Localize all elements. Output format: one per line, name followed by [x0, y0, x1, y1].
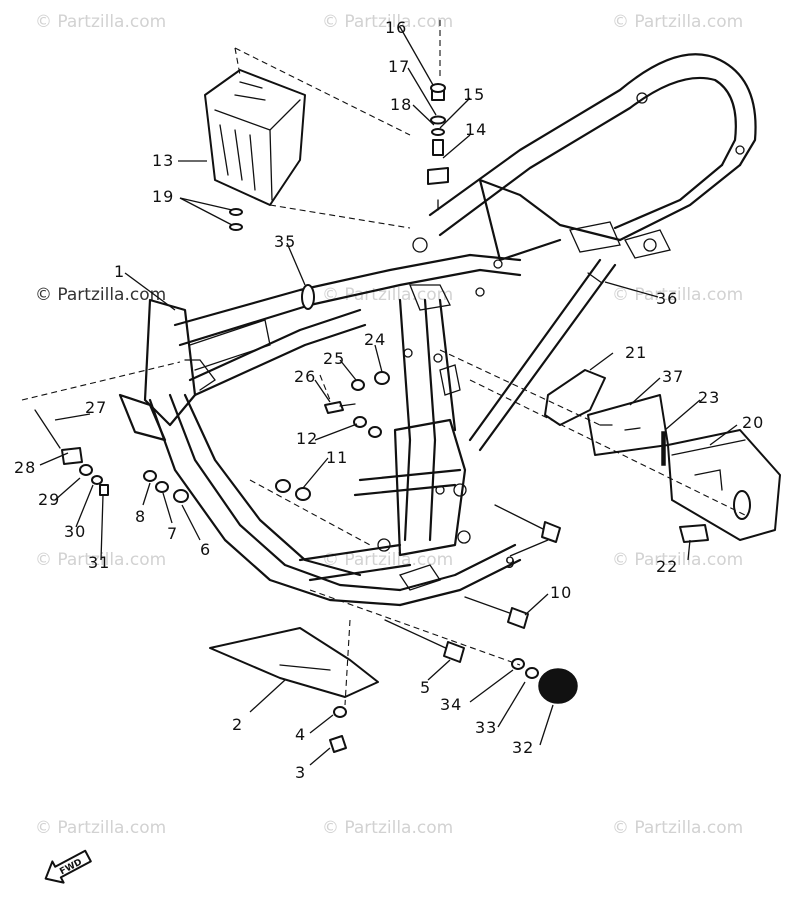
- callout-23: 23: [698, 388, 720, 407]
- callout-7: 7: [167, 524, 178, 543]
- skid-plate: [209, 627, 379, 753]
- callout-16: 16: [385, 18, 407, 37]
- engine-mount-hardware: [324, 371, 390, 414]
- callout-24: 24: [364, 330, 386, 349]
- callout-3: 3: [295, 763, 306, 782]
- callout-20: 20: [742, 413, 764, 432]
- callout-15: 15: [463, 85, 485, 104]
- tool-box: [667, 429, 781, 541]
- callout-10: 10: [550, 583, 572, 602]
- tool-box-pin: [661, 431, 666, 466]
- callout-9: 9: [505, 553, 516, 572]
- watermark-top-left: © Partzilla.com: [35, 12, 167, 32]
- callout-labels: 1 2 3 4 5 6 7 8 9 10 11 12 13 14 15 16 1…: [14, 18, 764, 782]
- callout-17: 17: [388, 57, 410, 76]
- callout-21: 21: [625, 343, 647, 362]
- battery-box: [204, 69, 306, 206]
- seat-mount-stack: [427, 83, 449, 211]
- side-cover: [544, 369, 606, 426]
- callout-35: 35: [274, 232, 296, 251]
- clamp-band: [301, 284, 315, 310]
- callout-1: 1: [114, 262, 125, 281]
- callout-12: 12: [296, 429, 318, 448]
- callout-4: 4: [295, 725, 306, 744]
- callout-29: 29: [38, 490, 60, 509]
- watermark-low-right: © Partzilla.com: [612, 550, 744, 570]
- watermark-bottom-right: © Partzilla.com: [612, 818, 744, 838]
- watermark-low-left: © Partzilla.com: [35, 550, 167, 570]
- rear-reflector-hardware: [511, 658, 578, 704]
- callout-31: 31: [88, 553, 110, 572]
- frame-assembly: [118, 53, 757, 607]
- callout-11: 11: [326, 448, 348, 467]
- callout-30: 30: [64, 522, 86, 541]
- watermark-bottom-left: © Partzilla.com: [35, 818, 167, 838]
- steering-stop-hardware: [34, 409, 109, 496]
- callout-36: 36: [656, 289, 678, 308]
- watermark-mid-center: © Partzilla.com: [322, 285, 454, 305]
- callout-28: 28: [14, 458, 36, 477]
- rear-bolt: [587, 272, 603, 284]
- callout-6: 6: [200, 540, 211, 559]
- callout-32: 32: [512, 738, 534, 757]
- callout-33: 33: [475, 718, 497, 737]
- washers-mid: [275, 416, 382, 501]
- callout-2: 2: [232, 715, 243, 734]
- callout-19: 19: [152, 187, 174, 206]
- washers-left: [143, 470, 189, 503]
- watermark-mid-left: © Partzilla.com: [35, 285, 167, 305]
- watermark-top-right: © Partzilla.com: [612, 12, 744, 32]
- callout-5: 5: [420, 678, 431, 697]
- watermark-bottom-center: © Partzilla.com: [322, 818, 454, 838]
- long-bolts: [384, 504, 561, 663]
- callout-8: 8: [135, 507, 146, 526]
- callout-34: 34: [440, 695, 462, 714]
- watermark-low-center: © Partzilla.com: [322, 550, 454, 570]
- callout-27: 27: [85, 398, 107, 417]
- watermark-mid-right: © Partzilla.com: [612, 285, 744, 305]
- emblem: [587, 394, 669, 456]
- callout-22: 22: [656, 557, 678, 576]
- callout-37: 37: [662, 367, 684, 386]
- callout-25: 25: [323, 349, 345, 368]
- callout-26: 26: [294, 367, 316, 386]
- tool-box-clamp: [679, 524, 709, 543]
- callout-18: 18: [390, 95, 412, 114]
- grommets: [229, 208, 243, 231]
- guide-lines: [21, 20, 746, 706]
- leader-lines: [39, 26, 738, 766]
- fwd-arrow-icon: FWD: [44, 849, 92, 884]
- callout-13: 13: [152, 151, 174, 170]
- watermark-top-center: © Partzilla.com: [322, 12, 454, 32]
- callout-14: 14: [465, 120, 487, 139]
